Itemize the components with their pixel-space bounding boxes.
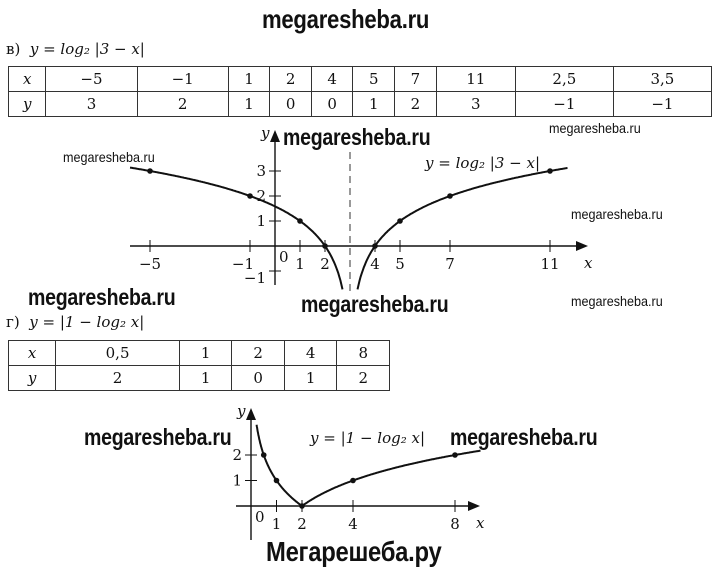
data-point — [322, 243, 328, 249]
data-point — [547, 168, 553, 174]
table-cell-x: −5 — [45, 66, 138, 92]
curve-label: y = |1 − log₂ x| — [309, 429, 425, 447]
table-cell-y: 0 — [310, 91, 354, 117]
y-tick-label: 2 — [232, 446, 242, 464]
x-axis-arrow-icon — [468, 501, 480, 511]
footer-watermark: Мегарешеба.ру — [266, 536, 442, 567]
watermark: megaresheba.ru — [571, 206, 663, 222]
x-tick-label: 2 — [297, 515, 307, 533]
x-tick-label: 2 — [320, 255, 330, 273]
x-tick-label: 8 — [450, 515, 460, 533]
table-cell-y: 1 — [227, 91, 271, 117]
data-point — [350, 477, 356, 484]
table-cell-y: 1 — [352, 91, 396, 117]
y-axis-label: y — [236, 402, 246, 420]
part-g-formula: y = |1 − log₂ x| — [29, 313, 145, 331]
origin-label: 0 — [255, 508, 265, 526]
part-v-label: в) — [6, 40, 21, 58]
function-curve — [255, 424, 303, 507]
watermark: megaresheba.ru — [450, 424, 598, 450]
table-header-y: y — [7, 365, 57, 391]
part-v-formula: y = log₂ |3 − x| — [29, 40, 145, 58]
table-cell-x: 2,5 — [514, 66, 614, 92]
watermark: megaresheba.ru — [84, 424, 232, 450]
table-cell-x: 4 — [310, 66, 354, 92]
table-header-y: y — [7, 91, 47, 117]
table-cell-y: −1 — [612, 91, 713, 117]
x-tick-label: 4 — [370, 255, 380, 273]
watermark: megaresheba.ru — [549, 120, 641, 136]
function-curve — [129, 166, 344, 290]
data-point — [273, 477, 280, 484]
x-tick-label: −1 — [232, 255, 254, 273]
table-cell-y: 2 — [336, 365, 390, 391]
data-point — [260, 452, 267, 458]
table-cell-y: 2 — [394, 91, 437, 117]
y-axis-label: y — [260, 124, 270, 142]
function-curve — [301, 449, 481, 507]
data-point — [452, 452, 458, 458]
site-title-watermark: megaresheba.ru — [262, 4, 430, 34]
table-cell-x: −1 — [136, 66, 229, 92]
x-tick-label: −5 — [139, 255, 161, 273]
table-cell-y: 2 — [55, 365, 180, 391]
table-header-x: x — [7, 66, 47, 92]
table-cell-y: −1 — [514, 91, 614, 117]
part-g-label: г) — [6, 313, 20, 331]
x-axis-label: x — [476, 514, 485, 532]
x-tick-label: 7 — [445, 255, 455, 273]
function-curve — [356, 167, 568, 290]
watermark: megaresheba.ru — [28, 284, 176, 310]
table-cell-y: 3 — [45, 91, 138, 117]
y-axis-arrow-icon — [270, 130, 280, 142]
x-tick-label: 11 — [540, 255, 559, 273]
table-cell-y: 3 — [435, 91, 516, 117]
curve-label: y = log₂ |3 − x| — [424, 154, 540, 172]
watermark: megaresheba.ru — [301, 291, 449, 317]
y-tick-label: 1 — [256, 212, 266, 230]
x-tick-label: 4 — [348, 515, 358, 533]
y-tick-label: 3 — [256, 162, 266, 180]
watermark: megaresheba.ru — [571, 293, 663, 309]
watermark: megaresheba.ru — [63, 149, 155, 165]
data-point — [299, 503, 305, 509]
y-axis-arrow-icon — [246, 408, 256, 420]
watermark: megaresheba.ru — [283, 124, 431, 150]
y-tick-label: 2 — [256, 187, 266, 205]
data-point — [372, 243, 378, 249]
x-axis-label: x — [584, 254, 593, 272]
table-cell-y: 2 — [136, 91, 229, 117]
table-cell-y: 0 — [231, 365, 285, 391]
data-point — [447, 193, 453, 199]
x-axis-arrow-icon — [576, 241, 588, 251]
y-tick-label: 1 — [232, 472, 242, 490]
table-cell-x: 0,5 — [55, 340, 180, 366]
part-v-heading: в) y = log₂ |3 − x| — [6, 40, 145, 58]
table-cell-x: 11 — [435, 66, 516, 92]
table-cell-x: 3,5 — [612, 66, 713, 92]
data-point — [147, 168, 153, 174]
table-cell-x: 1 — [227, 66, 271, 92]
data-point — [297, 218, 303, 224]
y-tick-label: −1 — [244, 269, 266, 287]
part-g-heading: г) y = |1 − log₂ x| — [6, 313, 144, 331]
table-cell-y: 1 — [283, 365, 338, 391]
table-cell-x: 7 — [394, 66, 437, 92]
origin-label: 0 — [279, 248, 289, 266]
data-point — [397, 218, 403, 224]
data-point — [247, 193, 253, 199]
table-cell-x: 2 — [269, 66, 312, 92]
x-tick-label: 1 — [272, 515, 282, 533]
x-tick-label: 5 — [395, 255, 405, 273]
x-tick-label: 1 — [295, 255, 305, 273]
